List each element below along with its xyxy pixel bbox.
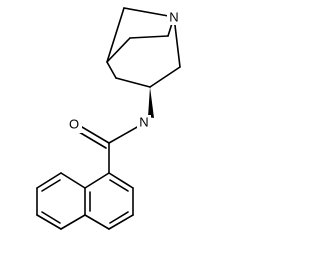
bond-c8a-c1 bbox=[84, 172, 110, 189]
bond-c8a-c8 bbox=[60, 172, 86, 189]
stereo-wedge-bond bbox=[148, 87, 154, 118]
atom-label-amide-n: N bbox=[137, 114, 151, 131]
bond-lower-c-to-bridgehead-c bbox=[106, 61, 117, 79]
bond-c1-c2-inner bbox=[109, 179, 129, 192]
chemical-structure: N N O bbox=[36, 7, 181, 230]
bond-c5-c4a bbox=[60, 214, 86, 230]
naphthalene-ring bbox=[36, 172, 134, 230]
atom-label-quinuclidine-n: N bbox=[167, 9, 181, 25]
bond-carbonyl-double-2 bbox=[78, 131, 107, 149]
bond-c3-c4-inner bbox=[109, 211, 129, 224]
bond-bridgehead-c-to-mid-c1 bbox=[106, 37, 131, 63]
bond-c4-c4a bbox=[84, 214, 110, 230]
bond-n-to-ch2 bbox=[173, 16, 181, 68]
quinuclidine-n-text: N bbox=[169, 9, 178, 24]
bond-c3-c4 bbox=[108, 214, 134, 230]
bond-amide-n-to-carbonyl-c bbox=[108, 125, 140, 144]
bond-bridgehead-c-to-upper-c bbox=[106, 7, 125, 63]
bond-c6-c5-inner bbox=[41, 211, 61, 224]
bond-c8-c7-inner bbox=[41, 179, 61, 192]
bond-c8-c7 bbox=[36, 172, 62, 189]
carbonyl-o-text: O bbox=[69, 116, 79, 131]
bond-mid-c1-to-mid-c2 bbox=[129, 35, 169, 39]
bond-upper-c-to-n bbox=[123, 7, 175, 18]
atom-label-carbonyl-o: O bbox=[66, 116, 82, 133]
quinuclidine-ring bbox=[106, 7, 181, 88]
bond-carbonyl-double-1 bbox=[81, 126, 110, 144]
bond-c1-c2 bbox=[108, 172, 134, 189]
bond-stereo-c-to-lower-c bbox=[115, 77, 151, 88]
amide-group bbox=[78, 125, 140, 174]
bond-ch2-to-stereo-c bbox=[149, 66, 181, 88]
bond-c6-c5 bbox=[36, 214, 62, 230]
amide-n-text: N bbox=[139, 114, 148, 129]
